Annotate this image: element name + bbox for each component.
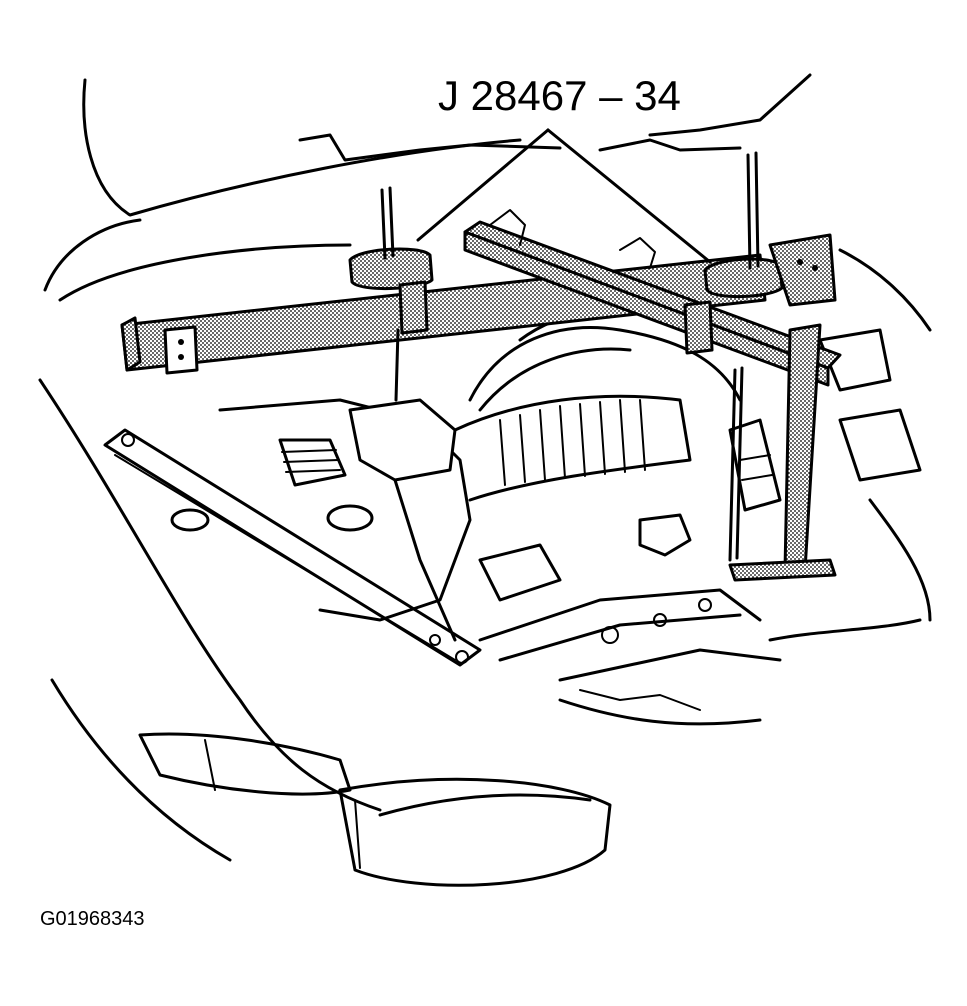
strut-tower-brace [103,428,482,667]
right-headlamp [338,777,612,887]
front-bumper-lines [378,689,762,817]
fender-outline [38,248,932,862]
lift-hooks [380,151,760,562]
figure-id: G01968343 [40,908,145,930]
callout-leader-lines [416,128,712,264]
hood-outline [43,73,812,302]
left-headlamp [138,732,352,796]
engine-components [170,306,922,682]
support-fixture [120,209,842,582]
tool-callout-label: J 28467 – 34 [438,72,681,119]
